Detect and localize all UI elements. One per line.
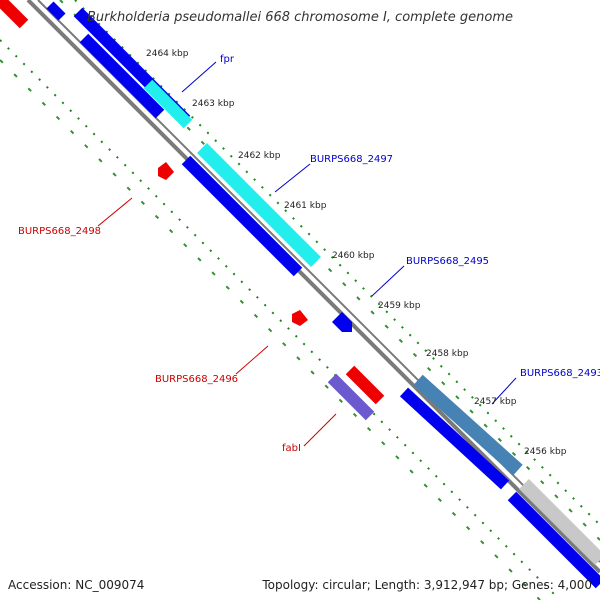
genome-title: Burkholderia pseudomallei 668 chromosome… [86, 10, 514, 25]
gene-label-burps2496[interactable]: BURPS668_2496 [155, 374, 238, 385]
inner-dotted-guide [0, 39, 561, 600]
fabi-pointer [303, 413, 337, 447]
gene-blue-2495 [332, 312, 352, 332]
gene-label-burps2498[interactable]: BURPS668_2498 [18, 226, 101, 237]
gene-red-2498 [158, 162, 174, 180]
outer-dotted-guide [74, 0, 600, 526]
burps2497-pointer [274, 163, 311, 193]
gene-cyan-2497 [197, 143, 321, 267]
inner-tick-guide [0, 59, 541, 600]
tick-label: 2459 kbp [378, 301, 421, 311]
gene-blue-right [507, 491, 600, 589]
burps2493-pointer [491, 377, 517, 405]
gene-blue-top-1 [46, 1, 66, 21]
gene-purple-fabi [327, 373, 375, 421]
gene-blue-2493 [399, 387, 510, 490]
gene-blue-2497 [181, 155, 303, 277]
accession-text: Accession: NC_009074 [8, 578, 145, 592]
gene-red-fabi [345, 365, 385, 405]
gene-red-topleft [0, 0, 29, 29]
tick-label: 2463 kbp [192, 99, 235, 109]
tick-label: 2456 kbp [524, 447, 567, 457]
outer-tick-guide [59, 0, 600, 541]
gene-red-2496 [292, 310, 308, 326]
tick-label: 2462 kbp [238, 151, 281, 161]
tick-label: 2458 kbp [426, 349, 469, 359]
tick-label: 2457 kbp [474, 397, 517, 407]
gene-label-fpr[interactable]: fpr [220, 54, 235, 65]
gene-label-burps2497[interactable]: BURPS668_2497 [310, 154, 393, 165]
gene-blue-mid [79, 33, 165, 119]
burps2496-pointer [235, 345, 269, 375]
tick-label: 2460 kbp [332, 251, 375, 261]
gene-label-burps2493[interactable]: BURPS668_2493 [520, 368, 600, 379]
backbone-line [26, 0, 600, 574]
burps2498-pointer [97, 197, 133, 227]
tick-label: 2464 kbp [146, 49, 189, 59]
genome-summary-text: Topology: circular; Length: 3,912,947 bp… [262, 578, 592, 592]
gene-cyan-fpr [143, 79, 193, 129]
gene-label-fabi[interactable]: fabI [282, 443, 301, 454]
burps2495-pointer [371, 265, 405, 297]
gene-grey-right [519, 479, 600, 565]
fpr-pointer [181, 61, 217, 93]
tick-label: 2461 kbp [284, 201, 327, 211]
gene-steel-2493 [413, 374, 523, 476]
gene-label-burps2495[interactable]: BURPS668_2495 [406, 256, 489, 267]
